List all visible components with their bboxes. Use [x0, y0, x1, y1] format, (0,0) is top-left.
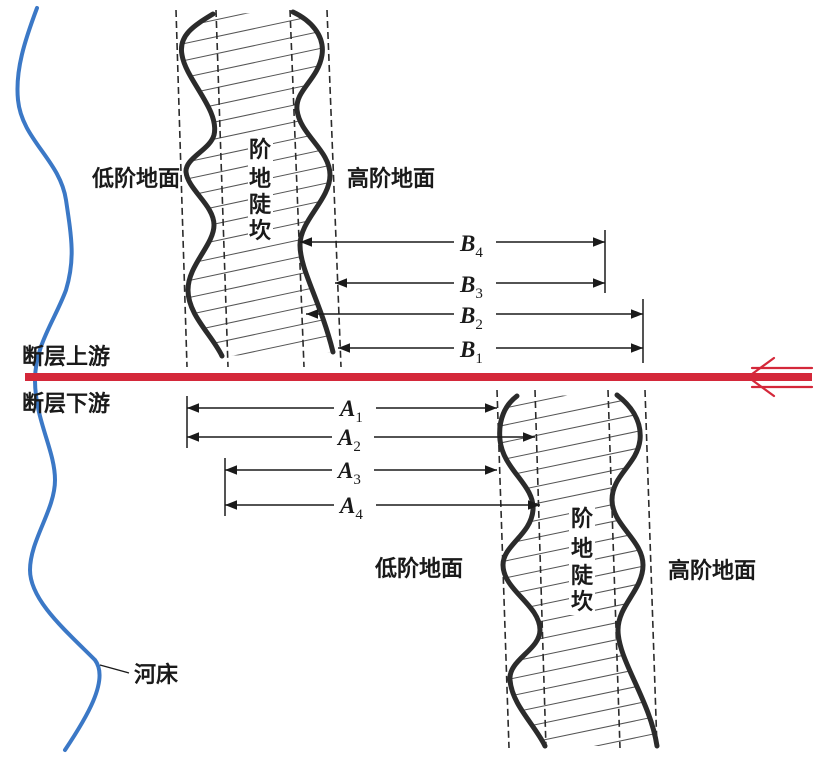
b1-label: B1 — [459, 337, 483, 367]
a2-label-bg — [332, 423, 374, 453]
upper-dashed-line-1 — [175, 9, 188, 368]
lower-hatch-line-23 — [486, 748, 668, 760]
upper-scarp-char-3: 陡 — [249, 193, 272, 218]
lower-hatch-line-22 — [499, 730, 657, 746]
upper-scarp-label-bg — [248, 134, 273, 244]
upper-dashed-line-4 — [326, 9, 342, 368]
lower-hatch-line-6 — [499, 458, 657, 498]
upper-terrace-block: 阶 地 陡 坎 低阶地面 高阶地面 — [91, 9, 435, 368]
a1-label-bg — [334, 394, 376, 424]
upper-measurements: B4 B3 B2 B1 — [300, 228, 644, 367]
lower-scarp-crest-line — [609, 392, 660, 749]
upper-scarp-base-line — [178, 11, 225, 359]
lower-hatch-line-1 — [499, 395, 657, 413]
upper-hatch-line-21 — [181, 331, 333, 356]
upper-hatch-line-22 — [181, 348, 333, 356]
river-label-leader — [99, 664, 130, 674]
fault-slip-arrow-icon — [746, 356, 814, 398]
lower-terrace-block: 阶 地 陡 坎 低阶地面 高阶地面 — [374, 389, 756, 760]
b4-label-bg — [454, 228, 496, 258]
lower-low-surface-label: 低阶地面 — [374, 556, 463, 582]
lower-hatch-line-16 — [499, 628, 657, 668]
upper-low-surface-label: 低阶地面 — [91, 166, 180, 192]
lower-dashed-line-4 — [644, 389, 658, 749]
lower-scarp-char-2: 地 — [571, 537, 593, 562]
fault-upstream-label: 断层上游 — [22, 344, 110, 370]
lower-measurements: A1 A2 A3 A4 — [186, 394, 540, 523]
b3-label: B3 — [459, 272, 483, 302]
upper-scarp-char-4: 坎 — [249, 218, 271, 244]
b4-label: B4 — [459, 231, 483, 261]
river-bed-label: 河床 — [134, 662, 179, 688]
lower-dashed-line-3 — [607, 389, 621, 749]
b2-label: B2 — [459, 303, 483, 333]
a1-label: A1 — [338, 396, 363, 426]
upper-dashed-line-2 — [215, 9, 229, 368]
lower-high-surface-label: 高阶地面 — [668, 558, 756, 584]
a2-label: A2 — [336, 425, 361, 455]
upper-scarp-crest-line — [290, 9, 336, 355]
a4-label: A4 — [338, 493, 363, 523]
lower-hatch-line-21 — [499, 713, 657, 746]
b1-label-bg — [454, 334, 496, 364]
upper-hatch-line-4 — [181, 42, 333, 82]
lower-scarp-label-bg — [569, 503, 595, 615]
a3-label: A3 — [336, 458, 361, 488]
lower-scarp-char-3: 陡 — [571, 564, 594, 589]
upper-hatch-line-20 — [181, 314, 333, 354]
upper-hatch-line-7 — [181, 93, 333, 133]
upper-scarp-char-2: 地 — [249, 167, 271, 192]
b2-label-bg — [454, 300, 496, 330]
a4-label-bg — [334, 491, 376, 521]
upper-scarp-char-1: 阶 — [249, 137, 272, 163]
a3-label-bg — [332, 456, 374, 486]
upper-high-surface-label: 高阶地面 — [347, 166, 435, 192]
lower-scarp-char-4: 坎 — [571, 589, 593, 615]
fault-downstream-label: 断层下游 — [22, 391, 110, 417]
b3-label-bg — [454, 269, 496, 299]
lower-hatch-line-20 — [499, 696, 657, 736]
lower-scarp-char-1: 阶 — [571, 506, 594, 532]
upper-dashed-line-3 — [289, 9, 305, 368]
lower-hatch-line-15 — [499, 611, 657, 651]
lower-dashed-line-2 — [534, 389, 547, 749]
